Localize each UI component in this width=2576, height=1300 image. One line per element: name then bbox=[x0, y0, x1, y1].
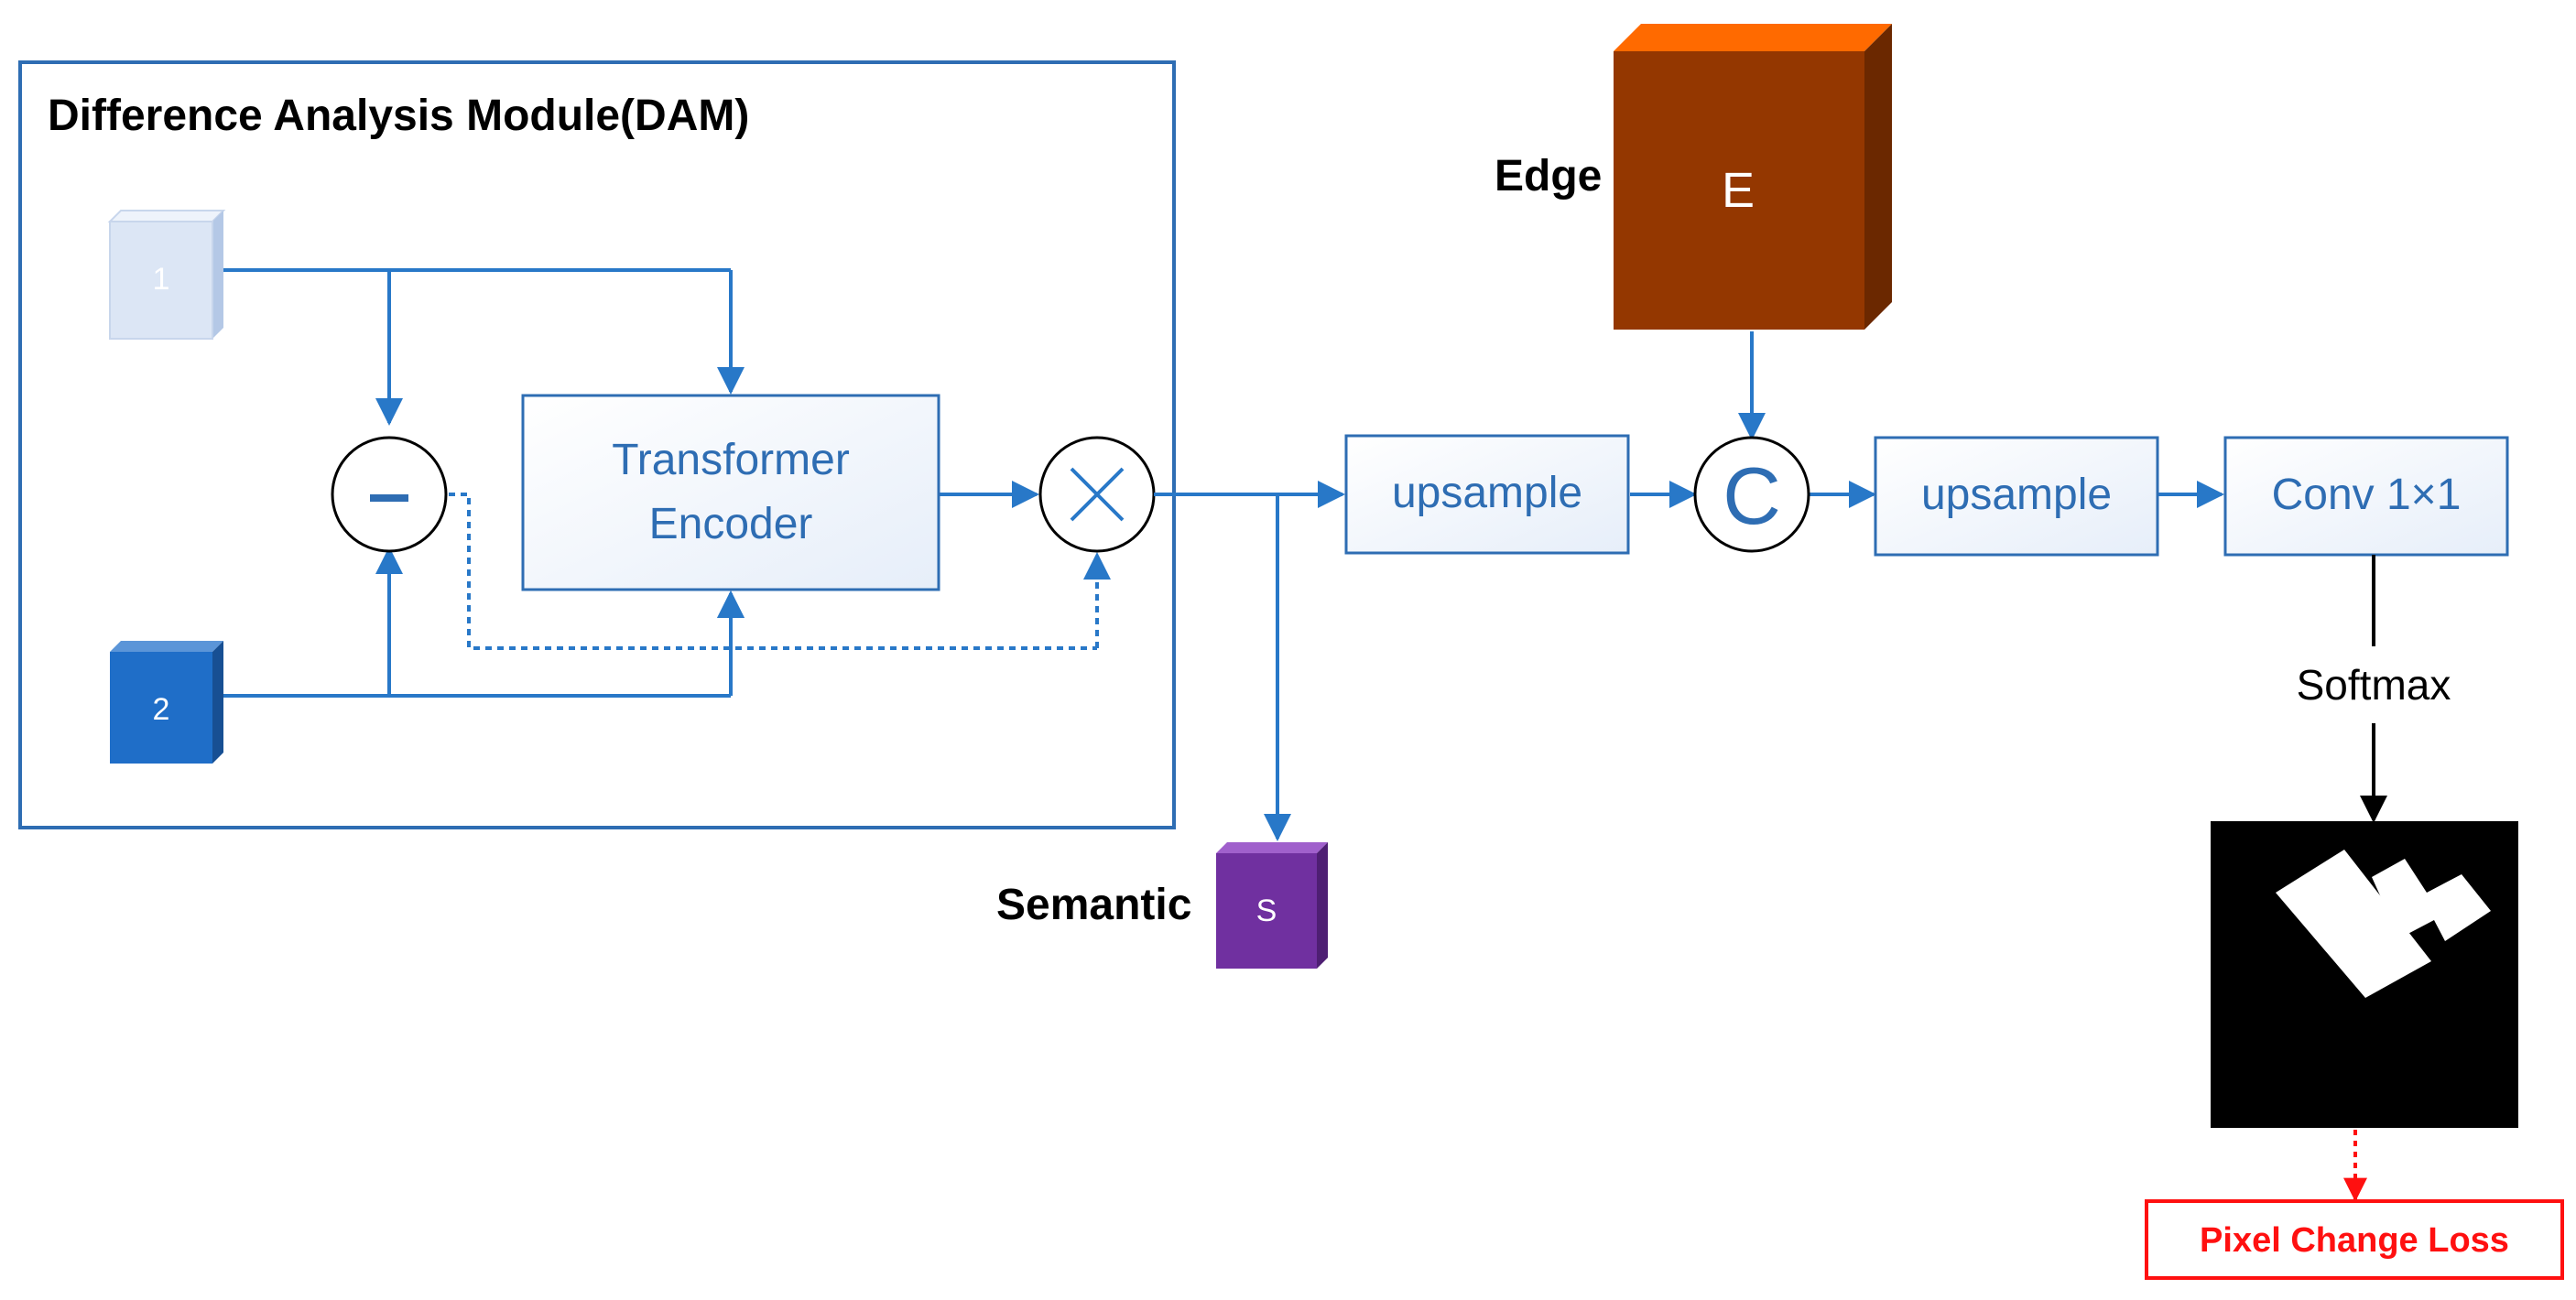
dam-dotted-connections bbox=[449, 493, 1111, 650]
subtract-operator bbox=[331, 436, 448, 553]
upsample-2-label: upsample bbox=[1921, 471, 2112, 519]
semantic-label: Semantic bbox=[996, 881, 1191, 929]
input-1-cube: 1 bbox=[107, 210, 226, 340]
pixel-change-loss-label: Pixel Change Loss bbox=[2200, 1221, 2509, 1260]
conv-block: Conv 1×1 bbox=[2223, 436, 2509, 557]
pixel-change-loss-box bbox=[2145, 1199, 2564, 1280]
semantic-cube: S bbox=[1216, 842, 1328, 969]
softmax-label: Softmax bbox=[2297, 661, 2451, 709]
multiply-operator bbox=[1038, 436, 1156, 553]
edge-cube: E bbox=[1614, 24, 1892, 330]
upsample-block-2: upsample bbox=[1874, 436, 2159, 557]
input-2-cube: 2 bbox=[110, 641, 223, 764]
dam-module-title: Difference Analysis Module(DAM) bbox=[48, 92, 749, 140]
edge-label: Edge bbox=[1495, 152, 1602, 200]
upsample-block-1: upsample bbox=[1344, 434, 1630, 555]
transformer-encoder-block: Transformer Encoder bbox=[521, 394, 940, 591]
semantic-cube-label: S bbox=[1256, 894, 1277, 928]
output-connections bbox=[1154, 331, 2224, 841]
edge-cube-label: E bbox=[1722, 163, 1755, 218]
encoder-label-line2: Encoder bbox=[649, 500, 813, 548]
dam-connections bbox=[223, 268, 1039, 698]
concat-symbol: C bbox=[1723, 450, 1781, 541]
concat-operator: C bbox=[1693, 436, 1810, 553]
dam-module-frame bbox=[18, 60, 1176, 829]
conv-label: Conv 1×1 bbox=[2272, 471, 2462, 519]
encoder-label-line1: Transformer bbox=[612, 436, 850, 484]
change-mask-icon bbox=[2211, 821, 2518, 1128]
input-1-label: 1 bbox=[153, 262, 170, 297]
upsample-1-label: upsample bbox=[1392, 469, 1582, 517]
input-2-label: 2 bbox=[153, 692, 170, 727]
